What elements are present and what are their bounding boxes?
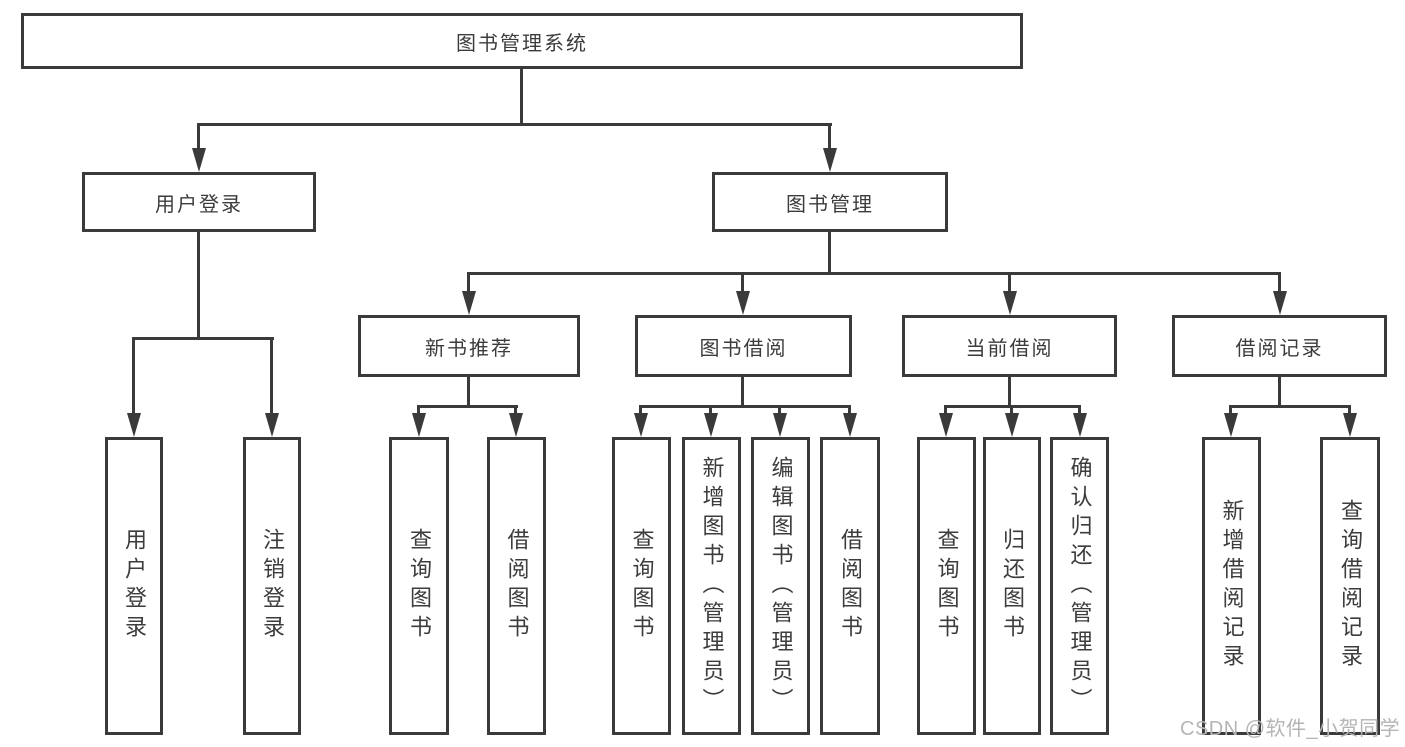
connector-drop-query-record xyxy=(1348,405,1351,415)
node-label: 借阅记录 xyxy=(1235,337,1324,360)
leaf-add-borrow-record: 新增借阅记录 xyxy=(1202,437,1261,735)
connector-drop-user-login xyxy=(197,123,200,150)
connector-borrow-records-stem xyxy=(1278,377,1281,407)
connector-borrow-records-bus xyxy=(1229,405,1351,408)
arrowhead-edit-books xyxy=(773,413,787,437)
connector-current-borrow-stem xyxy=(1008,377,1011,407)
arrowhead-login-leaf xyxy=(127,413,141,437)
arrowhead-book-management xyxy=(823,148,837,172)
node-label: 查询借阅记录 xyxy=(1338,499,1363,673)
arrowhead-current-borrow xyxy=(1003,291,1017,315)
arrowhead-return-books xyxy=(1005,413,1019,437)
leaf-query-books-under-new-book: 查询图书 xyxy=(389,437,449,735)
node-label: 注销登录 xyxy=(260,528,285,644)
node-label: 图书管理系统 xyxy=(456,32,588,55)
node-current-borrow: 当前借阅 xyxy=(902,315,1117,377)
connector-book-management-stem xyxy=(828,232,831,274)
connector-user-login-stem xyxy=(197,232,200,337)
connector-book-management-bus xyxy=(467,272,1281,275)
node-label: 编辑图书（管理员） xyxy=(768,455,794,717)
node-label: 借阅图书 xyxy=(504,528,530,644)
arrowhead-borrow-books-b xyxy=(843,413,857,437)
arrowhead-query-books-c xyxy=(939,413,953,437)
arrowhead-query-record xyxy=(1343,413,1357,437)
node-user-login: 用户登录 xyxy=(82,172,316,232)
node-label: 归还图书 xyxy=(1000,528,1025,644)
leaf-logout: 注销登录 xyxy=(243,437,301,735)
node-book-borrow: 图书借阅 xyxy=(635,315,852,377)
connector-root-bus xyxy=(197,123,832,126)
connector-drop-book-borrow xyxy=(741,272,744,292)
leaf-query-borrow-record: 查询借阅记录 xyxy=(1320,437,1380,735)
node-label: 图书借阅 xyxy=(699,337,788,360)
node-label: 新增借阅记录 xyxy=(1219,499,1245,673)
connector-drop-add-books xyxy=(709,405,712,415)
leaf-user-login: 用户登录 xyxy=(105,437,163,735)
csdn-watermark: CSDN @软件_小贺同学 xyxy=(1180,718,1401,740)
connector-user-login-bus xyxy=(132,337,274,340)
node-label: 用户登录 xyxy=(122,528,147,644)
connector-drop-current-borrow xyxy=(1008,272,1011,292)
connector-drop-book-management xyxy=(828,123,831,150)
arrowhead-query-books-a xyxy=(412,413,426,437)
node-label: 查询图书 xyxy=(629,528,655,644)
node-label: 当前借阅 xyxy=(965,337,1054,360)
arrowhead-book-borrow xyxy=(736,291,750,315)
leaf-borrow-books-under-new-book: 借阅图书 xyxy=(487,437,546,735)
node-label: 确认归还（管理员） xyxy=(1067,455,1093,717)
connector-drop-query-books-c xyxy=(944,405,947,415)
connector-drop-borrow-records xyxy=(1278,272,1281,292)
arrowhead-borrow-records xyxy=(1273,291,1287,315)
leaf-confirm-return-admin: 确认归还（管理员） xyxy=(1050,437,1109,735)
connector-drop-login-leaf xyxy=(132,337,135,414)
leaf-query-books-under-book-borrow: 查询图书 xyxy=(612,437,671,735)
leaf-add-books-admin: 新增图书（管理员） xyxy=(682,437,741,735)
connector-drop-new-book xyxy=(467,272,470,292)
connector-drop-confirm-return xyxy=(1078,405,1081,415)
node-borrow-records: 借阅记录 xyxy=(1172,315,1387,377)
arrowhead-add-record xyxy=(1224,413,1238,437)
node-label: 用户登录 xyxy=(155,193,243,216)
node-label: 查询图书 xyxy=(407,528,432,644)
leaf-return-books: 归还图书 xyxy=(983,437,1041,735)
arrowhead-confirm-return xyxy=(1073,413,1087,437)
connector-drop-edit-books xyxy=(778,405,781,415)
leaf-edit-books-admin: 编辑图书（管理员） xyxy=(751,437,810,735)
connector-new-book-bus xyxy=(417,405,518,408)
arrowhead-new-book xyxy=(462,291,476,315)
node-label: 查询图书 xyxy=(934,528,960,644)
arrowhead-borrow-books-a xyxy=(509,413,523,437)
leaf-query-books-under-current-borrow: 查询图书 xyxy=(917,437,976,735)
connector-new-book-stem xyxy=(467,377,470,407)
connector-root-stem xyxy=(520,69,523,123)
connector-drop-query-books-a xyxy=(417,405,420,415)
connector-drop-borrow-books-a xyxy=(514,405,517,415)
node-label: 图书管理 xyxy=(786,193,874,216)
arrowhead-add-books xyxy=(704,413,718,437)
connector-drop-return-books xyxy=(1010,405,1013,415)
connector-drop-query-books-b xyxy=(639,405,642,415)
arrowhead-user-login xyxy=(192,148,206,172)
node-label: 新增图书（管理员） xyxy=(699,455,725,717)
node-label: 新书推荐 xyxy=(425,337,513,360)
leaf-borrow-books-under-book-borrow: 借阅图书 xyxy=(820,437,880,735)
node-new-book-recommend: 新书推荐 xyxy=(358,315,580,377)
node-library-management-system: 图书管理系统 xyxy=(21,13,1023,69)
connector-drop-borrow-books-b xyxy=(848,405,851,415)
node-label: 借阅图书 xyxy=(838,528,863,644)
arrowhead-logout-leaf xyxy=(265,413,279,437)
node-book-management: 图书管理 xyxy=(712,172,948,232)
arrowhead-query-books-b xyxy=(634,413,648,437)
connector-book-borrow-stem xyxy=(741,377,744,407)
connector-drop-add-record xyxy=(1229,405,1232,415)
connector-book-borrow-bus xyxy=(639,405,851,408)
connector-drop-logout-leaf xyxy=(270,337,273,414)
